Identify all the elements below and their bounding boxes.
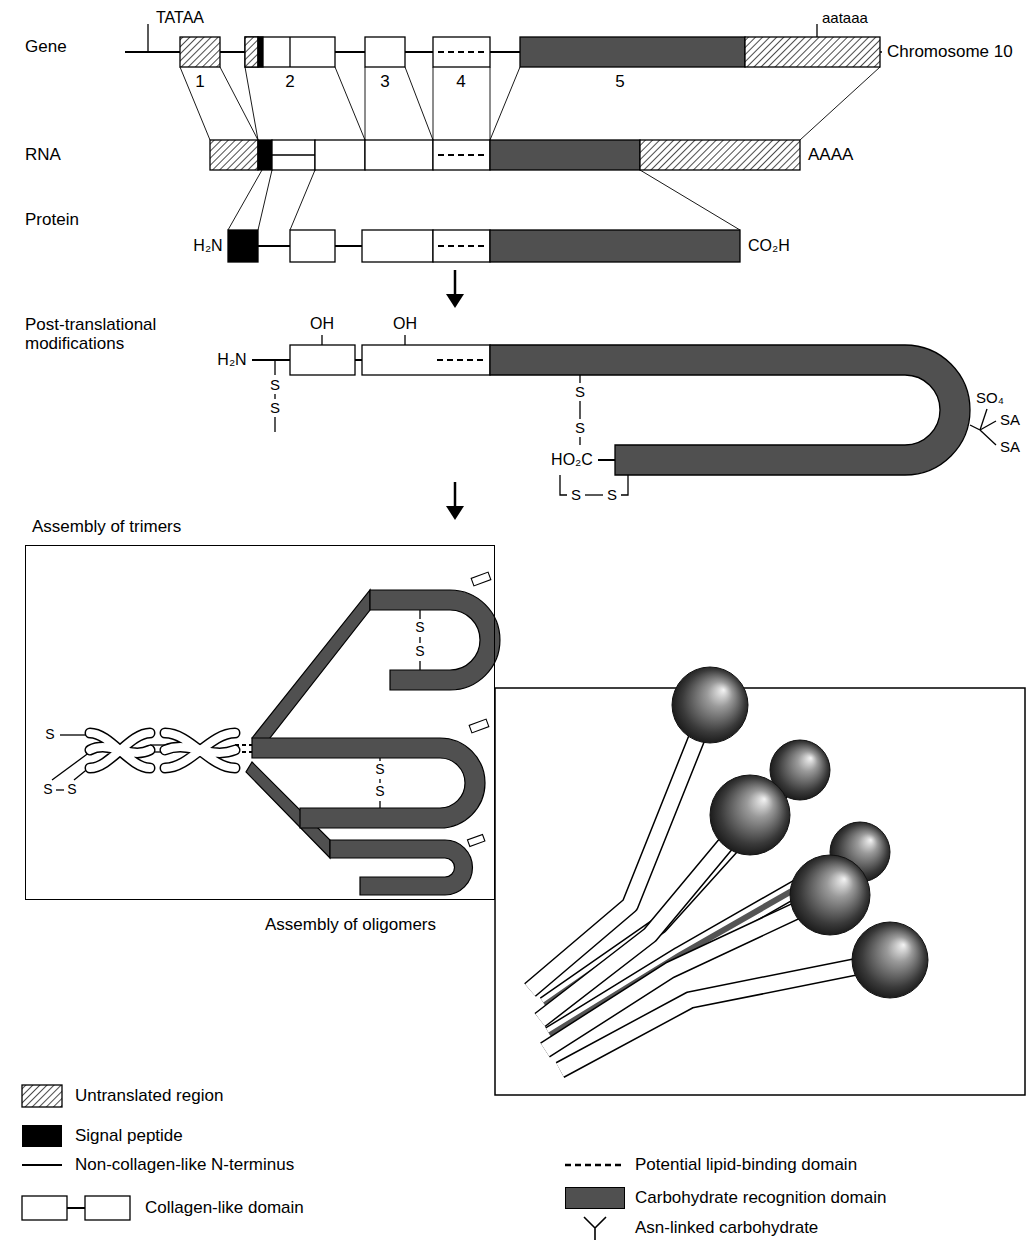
bond-atom: S [414,620,425,635]
legend-text: Carbohydrate recognition domain [635,1189,886,1208]
trimer-drawing [52,572,500,895]
text-label: 5 [615,73,624,92]
gene-row [125,24,882,67]
bond-atom: S [42,782,53,797]
legend-samples [22,1085,625,1240]
legend-text: Collagen-like domain [145,1199,304,1218]
bond-atom: S [574,420,586,437]
text-label: Post-translational modifications [25,316,205,353]
legend-text: Non-collagen-like N-terminus [75,1156,294,1175]
text-label: SA [1000,412,1020,429]
bond-atom: S [374,762,385,777]
text-label: 3 [380,73,389,92]
text-label: TATAA [156,9,204,27]
text-label: AAAA [808,146,853,165]
bond-atom: S [414,644,425,659]
text-label: Chromosome 10 [887,43,1013,62]
text-label: HO₂C [551,451,593,469]
legend-text: Asn-linked carbohydrate [635,1219,818,1238]
text-label: 1 [195,73,204,92]
text-label: 2 [285,73,294,92]
oligomer-drawing [495,667,1025,1095]
text-label: OH [310,315,334,333]
text-label: Assembly of oligomers [265,916,436,935]
text-label: Gene [25,38,67,57]
legend-text: Untranslated region [75,1087,223,1106]
text-label: RNA [25,146,61,165]
text-label: SA [1000,439,1020,456]
bond-atom: S [570,487,582,504]
step-arrows [446,270,464,520]
bond-atom: S [374,784,385,799]
text-label: SO₄ [976,390,1004,407]
bond-atom: S [574,384,586,401]
bond-atom: S [606,487,618,504]
bond-atom: S [269,377,281,394]
text-label: aataaa [822,10,868,27]
mature-protein [252,335,996,495]
projection-lines [180,67,880,230]
bond-atom: S [269,400,281,417]
text-label: OH [393,315,417,333]
text-label: CO₂H [748,237,790,255]
protein-bar [228,230,740,262]
legend-text: Signal peptide [75,1127,183,1146]
legend-text: Potential lipid-binding domain [635,1156,857,1175]
rna-bar [210,140,800,170]
frame-heading: Assembly of trimers [32,518,181,537]
text-label: H₂N [193,237,222,255]
bond-atom: S [66,782,77,797]
text-label: 4 [456,73,465,92]
text-label: H₂N [217,351,246,369]
legend-swatch [22,1125,62,1147]
legend-swatch [565,1187,625,1209]
bond-atom: S [44,727,55,742]
text-label: Protein [25,211,79,230]
frame-box: Assembly of trimers [25,545,495,900]
